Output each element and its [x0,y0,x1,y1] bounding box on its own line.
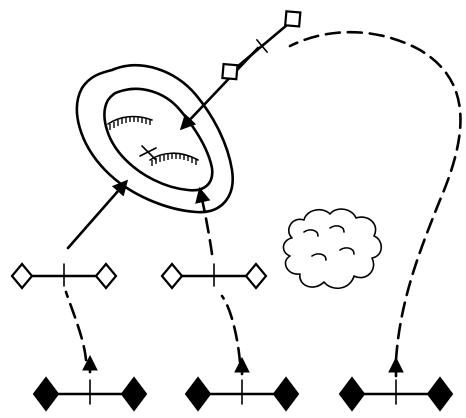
path-center-attack [200,190,212,254]
path-center-climb [222,296,240,362]
unit-solid-left [34,378,146,410]
target-outer-contour [77,65,233,212]
target-aircraft-mark [140,146,156,160]
cloud [283,209,381,288]
cloud-texture [304,226,354,260]
unit-hollow-left [12,264,116,288]
unit-solid-right [340,378,452,410]
target-inner-contour [104,89,212,190]
unit-solid-center [186,378,298,410]
flight-paths [66,32,460,376]
path-right-loop [290,32,460,360]
path-left-attack [68,182,126,248]
target-zone [77,65,233,212]
cloud-outline [283,209,381,288]
unit-hollow-center [162,264,266,288]
path-left-climb [66,292,86,360]
ridge-lower [150,153,198,160]
